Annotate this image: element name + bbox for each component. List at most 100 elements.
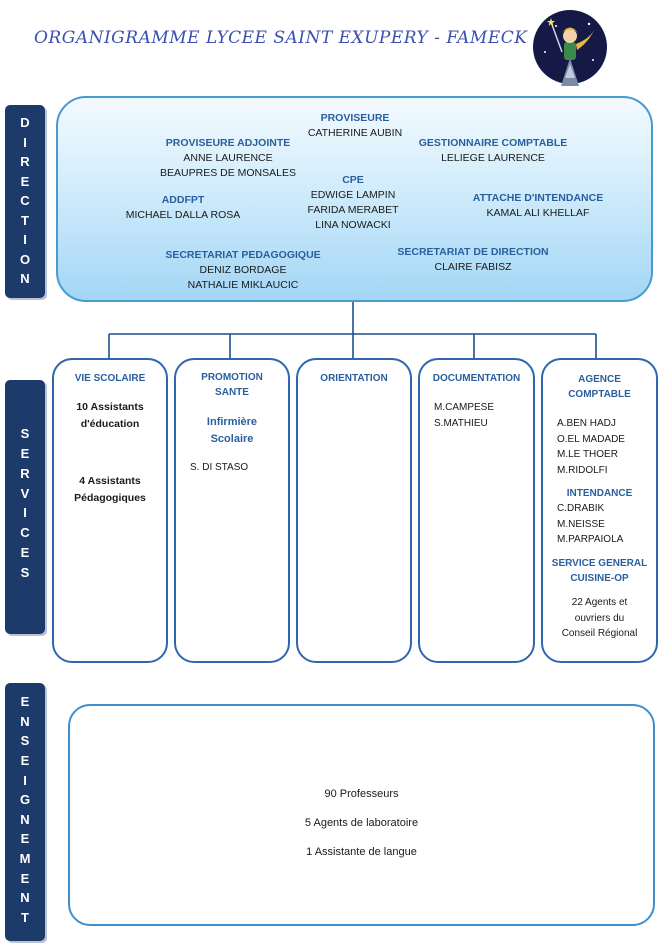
- subtitle-line: Infirmière: [206, 416, 258, 428]
- agence-comptable-names: A.BEN HADJ O.EL MADADE M.LE THOER M.RIDO…: [557, 416, 625, 478]
- person-name: FARIDA MERABET: [307, 204, 399, 216]
- detail-line: 22 Agents et: [571, 597, 628, 608]
- cpe-block: CPE EDWIGE LAMPIN FARIDA MERABET LINA NO…: [293, 173, 413, 233]
- side-letter: V: [20, 485, 30, 501]
- person-name: C.DRABIK: [557, 503, 605, 514]
- vie-scolaire-details: 10 Assistants d'éducation 4 Assistants P…: [54, 399, 166, 507]
- gestionnaire-block: GESTIONNAIRE COMPTABLE LELIEGE LAURENCE: [413, 136, 573, 166]
- person-name: O.EL MADADE: [557, 433, 625, 445]
- side-letter: E: [20, 694, 30, 709]
- side-letter: S: [20, 564, 30, 580]
- service-title: AGENCE COMPTABLE: [543, 372, 656, 402]
- attache-block: ATTACHE D'INTENDANCE KAMAL ALI KHELLAF: [463, 191, 613, 221]
- side-letter: M: [19, 851, 31, 866]
- promotion-sante-subtitle: Infirmière Scolaire: [176, 414, 288, 448]
- service-title: ORIENTATION: [320, 373, 388, 384]
- role-title: PROVISEURE: [320, 112, 390, 124]
- side-letter: N: [20, 811, 30, 827]
- person-name: M.LE THOER: [557, 449, 618, 460]
- little-prince-logo-icon: [533, 10, 607, 86]
- detail-line: d'éducation: [80, 418, 140, 430]
- side-letter: E: [20, 545, 30, 561]
- detail-line: ouvriers du: [574, 612, 625, 624]
- side-letter: N: [20, 890, 30, 906]
- intendance-names: C.DRABIK M.NEISSE M.PARPAIOLA: [557, 501, 623, 548]
- addfpt-block: ADDFPT MICHAEL DALLA ROSA: [113, 193, 253, 223]
- person-name: M.CAMPESE: [434, 402, 495, 413]
- person-name: M.NEISSE: [557, 518, 605, 530]
- documentation-box: DOCUMENTATION M.CAMPESE S.MATHIEU: [418, 358, 535, 663]
- side-letter: R: [20, 154, 30, 169]
- side-letter: N: [20, 713, 30, 729]
- person-name: EDWIGE LAMPIN: [310, 189, 396, 201]
- role-title: ADDFPT: [161, 194, 205, 206]
- role-title: GESTIONNAIRE COMPTABLE: [418, 137, 568, 149]
- service-title: DOCUMENTATION: [432, 373, 521, 384]
- person-name: ANNE LAURENCE: [183, 152, 273, 164]
- detail-line: 4 Assistants: [79, 475, 141, 487]
- person-name: BEAUPRES DE MONSALES: [160, 167, 296, 179]
- documentation-names: M.CAMPESE S.MATHIEU: [434, 400, 494, 431]
- side-letter: S: [20, 733, 30, 749]
- side-letter: R: [20, 465, 30, 481]
- side-letter: D: [20, 115, 30, 130]
- side-letter: I: [23, 772, 27, 788]
- person-name: M.PARPAIOLA: [557, 534, 624, 545]
- title-line: AGENCE: [578, 374, 621, 385]
- side-letter: I: [23, 232, 27, 247]
- proviseure-adjointe-block: PROVISEURE ADJOINTE ANNE LAURENCE BEAUPR…: [148, 136, 308, 181]
- side-letter: E: [20, 173, 30, 189]
- side-letter: O: [19, 251, 31, 267]
- detail-line: 10 Assistants: [76, 401, 144, 413]
- side-letter: T: [21, 909, 29, 925]
- enseignement-side-label: E N S E I G N E M E N T: [5, 683, 45, 941]
- side-letter: E: [20, 870, 30, 886]
- direction-box: PROVISEURE CATHERINE AUBIN PROVISEURE AD…: [56, 96, 653, 302]
- intendance-title: INTENDANCE: [566, 488, 633, 499]
- person-name: CLAIRE FABISZ: [434, 261, 512, 273]
- person-name: LELIEGE LAURENCE: [441, 152, 545, 164]
- role-title: SECRETARIAT PEDAGOGIQUE: [165, 249, 321, 261]
- side-letter: C: [20, 193, 30, 208]
- side-letter: I: [23, 134, 27, 150]
- side-letter: E: [20, 445, 30, 461]
- enseignement-line: 90 Professeurs: [324, 788, 399, 800]
- side-letter: E: [20, 752, 30, 768]
- role-title: CPE: [342, 174, 364, 186]
- subtitle-line: Scolaire: [210, 433, 254, 445]
- service-title: VIE SCOLAIRE: [74, 373, 146, 384]
- person-name: A.BEN HADJ: [557, 418, 616, 429]
- services-side-label: S E R V I C E S: [5, 380, 45, 634]
- service-title: PROMOTION SANTE: [176, 370, 288, 400]
- side-letter: T: [21, 212, 29, 228]
- title-line: SANTE: [215, 387, 249, 398]
- role-title: ATTACHE D'INTENDANCE: [472, 192, 604, 204]
- side-letter: I: [23, 505, 27, 521]
- agence-comptable-box: AGENCE COMPTABLE A.BEN HADJ O.EL MADADE …: [541, 358, 658, 663]
- orientation-box: ORIENTATION: [296, 358, 412, 663]
- title-line: COMPTABLE: [568, 389, 631, 400]
- enseignement-line: 5 Agents de laboratoire: [304, 817, 419, 829]
- side-letter: C: [20, 525, 30, 541]
- person-name: DENIZ BORDAGE: [199, 264, 287, 276]
- side-letter: N: [20, 271, 30, 286]
- person-name: MICHAEL DALLA ROSA: [125, 209, 241, 221]
- role-title: PROVISEURE ADJOINTE: [165, 137, 291, 149]
- proviseure-block: PROVISEURE CATHERINE AUBIN: [295, 111, 415, 141]
- side-letter: S: [20, 426, 30, 441]
- page-title: ORGANIGRAMME LYCEE SAINT EXUPERY - FAMEC…: [34, 28, 528, 48]
- side-letter: G: [19, 792, 31, 808]
- secretariat-pedagogique-block: SECRETARIAT PEDAGOGIQUE DENIZ BORDAGE NA…: [158, 248, 328, 293]
- service-general-title: SERVICE GENERAL CUISINE-OP: [543, 556, 656, 586]
- person-name: KAMAL ALI KHELLAF: [486, 207, 590, 219]
- promotion-sante-box: PROMOTION SANTE Infirmière Scolaire S. D…: [174, 358, 290, 663]
- direction-side-label: D I R E C T I O N: [5, 105, 45, 298]
- role-title: SECRETARIAT DE DIRECTION: [397, 246, 549, 258]
- person-name: LINA NOWACKI: [315, 219, 391, 231]
- title-line: PROMOTION: [201, 372, 263, 383]
- service-general-details: 22 Agents et ouvriers du Conseil Régiona…: [543, 595, 656, 642]
- person-name: CATHERINE AUBIN: [307, 127, 403, 139]
- person-name: S.MATHIEU: [434, 417, 488, 429]
- detail-line: Pédagogiques: [74, 492, 146, 504]
